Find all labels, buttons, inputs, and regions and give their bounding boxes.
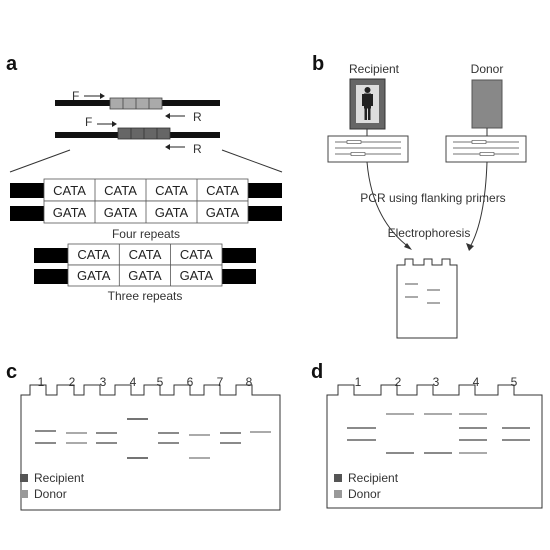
primer-reverse-label: R	[193, 110, 202, 124]
lane-number: 5	[157, 375, 164, 389]
legend-recipient-label: Recipient	[34, 471, 85, 485]
lane-number: 6	[187, 375, 194, 389]
dna-duplex-top: F	[55, 89, 220, 110]
donor-arrow	[469, 161, 488, 248]
dna-duplex-bottom: F R R	[55, 110, 220, 156]
repeat-unit: GATA	[206, 205, 240, 220]
primer-forward-label: F	[72, 89, 79, 103]
panel-a: a F F R R	[6, 53, 283, 303]
repeat-unit: GATA	[180, 268, 214, 283]
recipient-arrow	[366, 161, 411, 249]
legend-recipient-swatch	[20, 474, 28, 482]
panel-b-letter: b	[312, 53, 324, 75]
panel-a-letter: a	[6, 53, 18, 75]
gel-d-outline	[326, 384, 543, 509]
recipient-sample-tube	[349, 78, 386, 130]
primer-forward-label-2: F	[85, 115, 92, 129]
four-repeats-label: Four repeats	[112, 227, 180, 241]
repeat-unit: CATA	[129, 247, 162, 262]
lane-number: 3	[100, 375, 107, 389]
panel-d: d 1 2 3 4 5 Recipient Donor	[311, 361, 543, 509]
repeat-unit: CATA	[206, 183, 239, 198]
repeat-unit: CATA	[155, 183, 188, 198]
lane-number: 2	[69, 375, 76, 389]
pcr-step-label: PCR using flanking primers	[360, 191, 505, 205]
recipient-label: Recipient	[349, 62, 400, 76]
lane-number: 3	[433, 375, 440, 389]
panel-c-letter: c	[6, 361, 17, 383]
gel-c-outline	[20, 384, 281, 511]
primer-reverse-label-2: R	[193, 142, 202, 156]
lane-number: 5	[511, 375, 518, 389]
lane-number: 1	[355, 375, 362, 389]
repeat-unit: GATA	[77, 268, 111, 283]
legend-donor-swatch	[20, 490, 28, 498]
repeat-unit: GATA	[53, 205, 87, 220]
lane-number: 7	[217, 375, 224, 389]
result-gel-small	[396, 258, 458, 339]
four-repeats-block: CATA CATA CATA CATA GATA GATA GATA GATA …	[10, 178, 282, 241]
repeat-unit: GATA	[104, 205, 138, 220]
repeat-unit: GATA	[128, 268, 162, 283]
gel-d-bands	[347, 413, 530, 454]
legend-recipient-label: Recipient	[348, 471, 399, 485]
recipient-dna-box	[327, 135, 409, 163]
lane-number: 4	[473, 375, 480, 389]
zoom-line-right	[221, 149, 283, 173]
three-repeats-label: Three repeats	[108, 289, 183, 303]
person-icon	[362, 87, 373, 120]
donor-label: Donor	[471, 62, 504, 76]
gel-c-bands	[35, 418, 271, 459]
legend-recipient-swatch	[334, 474, 342, 482]
electrophoresis-step-label: Electrophoresis	[388, 226, 471, 240]
legend-donor-label: Donor	[348, 487, 381, 501]
zoom-line-left	[9, 149, 71, 173]
legend-donor-swatch	[334, 490, 342, 498]
lane-number: 4	[130, 375, 137, 389]
panel-d-letter: d	[311, 361, 323, 383]
repeat-unit: CATA	[53, 183, 86, 198]
lane-number: 8	[246, 375, 253, 389]
repeat-unit: CATA	[104, 183, 137, 198]
donor-sample-tube	[471, 79, 503, 129]
panel-c: c 1 2 3 4 5 6 7 8 Recipient	[6, 361, 281, 511]
panel-b: b Recipient Donor	[312, 53, 527, 339]
donor-dna-box	[445, 135, 527, 163]
lane-number: 2	[395, 375, 402, 389]
repeat-unit: CATA	[77, 247, 110, 262]
repeat-unit: GATA	[155, 205, 189, 220]
lane-number: 1	[38, 375, 45, 389]
three-repeats-block: CATA CATA CATA GATA GATA GATA Three repe…	[34, 243, 256, 303]
repeat-unit: CATA	[180, 247, 213, 262]
legend-donor-label: Donor	[34, 487, 67, 501]
